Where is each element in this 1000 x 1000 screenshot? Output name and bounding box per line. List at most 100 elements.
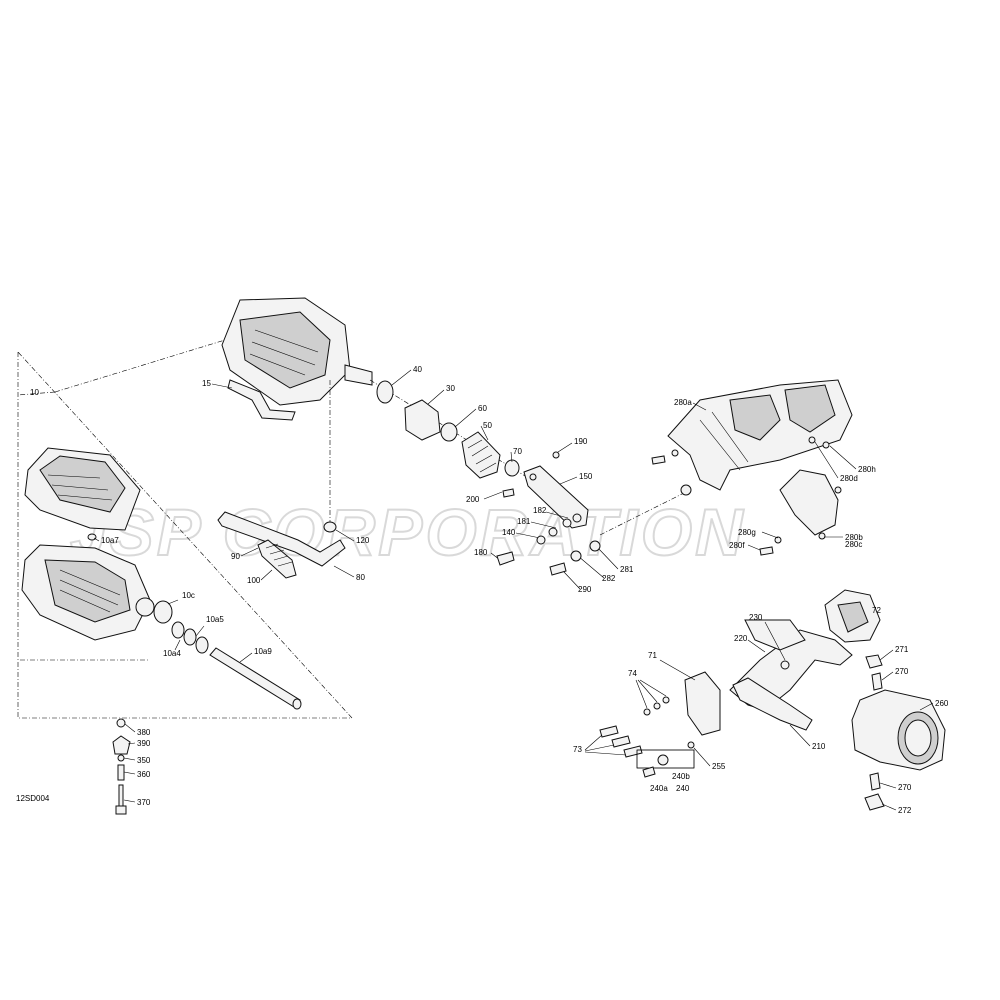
o-ring-10a7 [87,533,97,541]
callout-280a: 280a [674,398,692,407]
washer-74b [653,702,661,710]
inset-leader-left [17,391,56,396]
ring-10c [153,600,173,624]
callout-280g: 280g [738,528,756,537]
bushing-270-top [871,672,883,691]
bolt-73a [599,725,619,738]
washer-74a [643,708,651,716]
clamp-40 [376,380,394,404]
bolt-73b [611,735,631,748]
callout-220: 220 [734,634,748,643]
callout-280f: 280f [729,541,745,550]
callout-270-top: 270 [895,667,909,676]
callout-60: 60 [478,404,487,413]
callout-120: 120 [356,536,370,545]
clip-120 [323,521,337,533]
cap-271 [865,654,883,669]
callout-10a5: 10a5 [206,615,224,624]
callout-10a4: 10a4 [163,649,181,658]
callout-80: 80 [356,573,365,582]
callout-370: 370 [137,798,151,807]
callout-255: 255 [712,762,726,771]
supercharger-body [21,544,155,641]
callout-380: 380 [137,728,151,737]
callout-70: 70 [513,447,522,456]
bolt-73c [623,745,643,758]
callout-280h: 280h [858,465,876,474]
nut-380 [116,718,126,728]
ring-10a5-a [183,628,197,646]
ring-10a4 [171,621,185,639]
callout-282: 282 [602,574,616,583]
callout-271: 271 [895,645,909,654]
callout-230: 230 [749,613,763,622]
watermark: JSP CORPORATION [70,495,746,569]
boot-50 [461,431,501,479]
callout-100: 100 [247,576,261,585]
callout-240: 240 [676,784,690,793]
callout-150: 150 [579,472,593,481]
inset-group: 10 10a7 10c 10a5 10a4 10a9 [17,339,353,719]
callout-10: 10 [30,388,39,397]
washer-255 [687,741,695,749]
drawing-code: 12SD004 [16,794,50,803]
bushing-270-bottom [869,772,881,791]
supercharger-cover [24,447,141,531]
nut-70 [504,459,520,477]
fastener-stack [112,718,131,815]
screw-top [651,455,666,465]
rod-80 [217,511,346,567]
steering-arm-150 [523,465,589,529]
washer-74c [662,696,670,704]
callout-50: 50 [483,421,492,430]
callout-272: 272 [898,806,912,815]
bracket-71 [684,671,721,736]
plate-280 [779,469,839,536]
callout-10a9: 10a9 [254,647,272,656]
nut-272 [864,793,885,811]
callout-390: 390 [137,739,151,748]
plate-230 [744,619,806,651]
callout-71: 71 [648,651,657,660]
callout-15: 15 [202,379,211,388]
spacer-360 [117,764,125,781]
arm-210 [732,677,813,731]
callout-270-bottom: 270 [898,783,912,792]
callout-281: 281 [620,565,634,574]
shaft-10a9 [209,647,301,708]
callout-74: 74 [628,669,637,678]
callout-30: 30 [446,384,455,393]
bracket-15 [227,379,296,421]
callout-72: 72 [872,606,881,615]
callout-190: 190 [574,437,588,446]
callout-210: 210 [812,742,826,751]
callout-260: 260 [935,699,949,708]
nut-240b [657,754,669,766]
mount-390 [112,735,131,755]
callout-10c: 10c [182,591,195,600]
callout-180: 180 [474,548,488,557]
callout-40: 40 [413,365,422,374]
washer-350 [117,754,125,762]
callout-350: 350 [137,756,151,765]
bushing-30 [404,399,441,441]
steering-housing [221,297,373,406]
ring-10a5-b [195,636,209,654]
callout-290: 290 [578,585,592,594]
handlebar-cover-280a [667,379,853,491]
callout-10a7: 10a7 [101,536,119,545]
inset-boundary [17,351,353,719]
inset-leader-top [54,339,226,393]
callout-280d: 280d [840,474,858,483]
ring-60 [440,422,458,442]
callout-360: 360 [137,770,151,779]
callout-181: 181 [517,517,531,526]
fasteners-middle [496,451,601,576]
callout-140: 140 [502,528,516,537]
callout-200: 200 [466,495,480,504]
callout-73: 73 [573,745,582,754]
callout-90: 90 [231,552,240,561]
callout-182: 182 [533,506,547,515]
